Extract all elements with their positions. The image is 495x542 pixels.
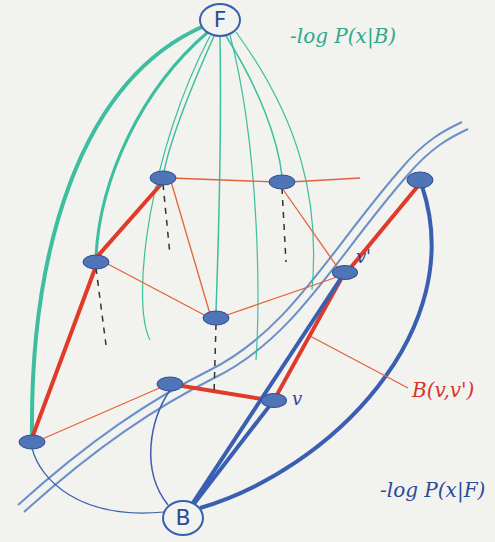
pixel-node: v' [332, 265, 358, 280]
likelihood-label: -log P(x|B) [290, 24, 396, 48]
graph-edge [278, 279, 341, 393]
pixel-label: v [292, 388, 302, 409]
graph-edge [193, 279, 340, 502]
likelihood-label: -log P(x|F) [380, 478, 485, 502]
pixel-label: v' [356, 246, 371, 267]
graph-edge [195, 407, 269, 503]
boundary-term-label: B(v,v') [412, 378, 474, 402]
terminal-circle: B [162, 500, 204, 536]
node-label: F [214, 9, 227, 31]
terminal-circle: F [199, 3, 241, 37]
pixel-node: v [261, 393, 287, 408]
node-label: B [175, 507, 190, 529]
